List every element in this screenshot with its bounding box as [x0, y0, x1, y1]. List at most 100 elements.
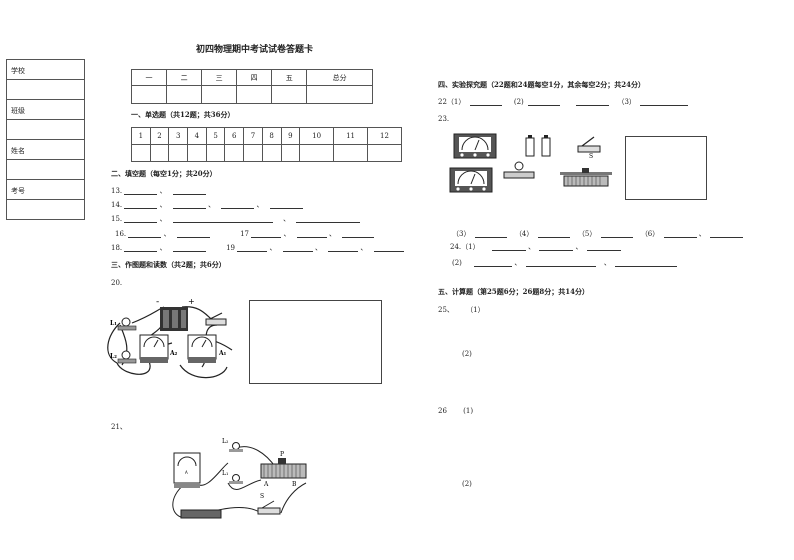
- mc-number: 1: [131, 127, 151, 145]
- separator: 、: [159, 201, 167, 209]
- mc-answer-cell[interactable]: [168, 144, 189, 162]
- blank[interactable]: [282, 245, 313, 252]
- blank[interactable]: [615, 260, 678, 267]
- ammeter-meter-label: A: [185, 470, 188, 475]
- exam-number-input[interactable]: [7, 200, 84, 220]
- mc-number: 6: [224, 127, 245, 145]
- q25-row: 25、 （1）: [438, 307, 485, 314]
- battery-cell-icon: [525, 137, 535, 157]
- score-cell[interactable]: [130, 85, 168, 104]
- blank[interactable]: [124, 202, 158, 209]
- bulb-icon: [232, 442, 240, 450]
- class-label: 班级: [11, 107, 25, 115]
- score-cell[interactable]: [236, 85, 273, 104]
- mc-answer-cell[interactable]: [131, 144, 151, 162]
- blank[interactable]: [124, 245, 158, 252]
- blank[interactable]: [328, 245, 359, 252]
- blank[interactable]: [237, 245, 268, 252]
- class-field[interactable]: 班级: [7, 100, 84, 120]
- blank[interactable]: [600, 231, 633, 238]
- blank[interactable]: [296, 231, 327, 238]
- blank[interactable]: [709, 231, 743, 238]
- class-input[interactable]: [7, 120, 84, 140]
- blank[interactable]: [296, 216, 361, 223]
- school-field[interactable]: 学校: [7, 60, 84, 80]
- q25-label: 25、: [438, 306, 454, 314]
- separator: 、: [575, 243, 583, 251]
- ammeter-icon: [173, 452, 201, 484]
- q20-label: 20.: [111, 279, 123, 287]
- q23-part5-label: （5）: [577, 230, 597, 238]
- blank[interactable]: [172, 245, 206, 252]
- q23-part3-label: （3）: [452, 230, 471, 238]
- mc-number: 2: [149, 127, 170, 145]
- blank[interactable]: [251, 231, 282, 238]
- mc-answer-cell[interactable]: [333, 144, 368, 162]
- mc-answer-cell[interactable]: [224, 144, 245, 162]
- q23-drawing-box[interactable]: [625, 136, 707, 200]
- mc-number: 8: [261, 127, 282, 145]
- mc-answer-cell[interactable]: [149, 144, 170, 162]
- blank[interactable]: [474, 260, 513, 267]
- q26-part2-label: (2): [462, 480, 472, 488]
- switch-label-s: S: [589, 153, 593, 160]
- school-input[interactable]: [7, 80, 84, 100]
- score-table: 一 二 三 四 五 总分: [130, 69, 373, 104]
- mc-number: 12: [367, 127, 402, 145]
- blank[interactable]: [469, 99, 502, 106]
- score-header: 一: [130, 69, 168, 86]
- q24-part2-row: (2) 、 、: [452, 260, 678, 267]
- blank[interactable]: [528, 99, 560, 106]
- blank[interactable]: [474, 231, 507, 238]
- blank[interactable]: [124, 188, 158, 195]
- blank[interactable]: [491, 244, 526, 251]
- blank[interactable]: [525, 260, 596, 267]
- blank[interactable]: [537, 231, 570, 238]
- exam-number-field[interactable]: 考号: [7, 180, 84, 200]
- blank[interactable]: [586, 244, 621, 251]
- bulb-icon: [121, 317, 131, 327]
- blank[interactable]: [373, 245, 404, 252]
- blank[interactable]: [640, 99, 689, 106]
- score-cell[interactable]: [306, 85, 373, 104]
- q20-drawing-box[interactable]: [249, 300, 382, 384]
- mc-answer-cell[interactable]: [280, 144, 301, 162]
- blank[interactable]: [176, 231, 210, 238]
- blank[interactable]: [128, 231, 162, 238]
- ammeter-label-a1: A₁: [218, 350, 227, 357]
- mc-answer-cell[interactable]: [243, 144, 263, 162]
- score-cell[interactable]: [201, 85, 238, 104]
- mc-number: 5: [205, 127, 226, 145]
- q15-label: 15.: [111, 215, 123, 223]
- blank[interactable]: [221, 202, 255, 209]
- blank[interactable]: [172, 188, 206, 195]
- blank[interactable]: [539, 244, 574, 251]
- mc-answer-cell[interactable]: [205, 144, 226, 162]
- score-cell[interactable]: [166, 85, 203, 104]
- separator: 、: [698, 230, 706, 238]
- q25-part2-label: (2): [462, 350, 472, 358]
- blank[interactable]: [172, 202, 206, 209]
- battery-icon: [180, 509, 222, 519]
- blank[interactable]: [269, 202, 303, 209]
- name-field[interactable]: 姓名: [7, 140, 84, 160]
- blank[interactable]: [663, 231, 697, 238]
- mc-answer-cell[interactable]: [367, 144, 402, 162]
- mc-answer-cell[interactable]: [261, 144, 282, 162]
- name-input[interactable]: [7, 160, 84, 180]
- score-cell[interactable]: [271, 85, 308, 104]
- battery-plus: +: [188, 297, 195, 306]
- mc-answer-cell[interactable]: [187, 144, 207, 162]
- blank[interactable]: [124, 216, 158, 223]
- blank[interactable]: [576, 99, 610, 106]
- blank[interactable]: [342, 231, 375, 238]
- q26-row: 26 (1): [438, 408, 473, 415]
- rheostat-label-p: P: [280, 451, 284, 458]
- student-info-box: 学校 班级 姓名 考号: [6, 59, 85, 220]
- mc-answer-cell[interactable]: [299, 144, 335, 162]
- q24-row: 24.（1） 、 、: [450, 244, 621, 251]
- mc-number: 10: [299, 127, 335, 145]
- blank[interactable]: [172, 216, 273, 223]
- section1-title: 一、单选题（共12题；共36分）: [131, 110, 235, 119]
- q22-row: 22（1） (2) （3）: [438, 99, 689, 106]
